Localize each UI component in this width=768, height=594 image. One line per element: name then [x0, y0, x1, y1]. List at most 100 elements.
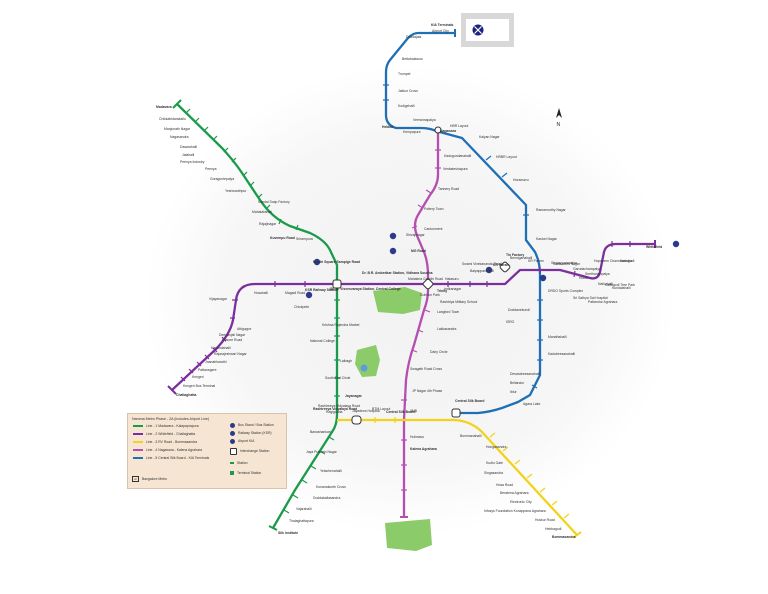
station-label-yellow: Singasandra — [484, 471, 503, 475]
station-label-purple: Kadugodi — [620, 259, 635, 263]
station-label-yellow: Jayadeva Hospital — [352, 409, 380, 413]
green-line — [176, 103, 339, 529]
station-label-blue: Kempapura — [403, 130, 421, 134]
station-label-green: Peenya Industry — [180, 160, 205, 164]
station-label-blue: Jakkur Cross — [398, 89, 418, 93]
station-label-green: Lalbagh — [340, 359, 352, 363]
railway-station-icon — [485, 266, 493, 274]
station-label-pink: IIMB — [410, 409, 418, 413]
interchange-markers — [332, 126, 511, 425]
station-label-pink: Swagath Road Cross — [410, 367, 442, 371]
legend-line-label: Line - 5 Central Silk Board - KIA Termin… — [146, 456, 210, 460]
station-label-purple: Kengeri Bus Terminal — [183, 384, 215, 388]
station-label-blue: ISRO — [506, 320, 515, 324]
station-label-purple: Seetharampalya — [585, 272, 610, 276]
pink-line — [402, 128, 440, 517]
station-label-green: Sandal Soap Factory — [258, 200, 290, 204]
bus-station-icon — [313, 258, 321, 266]
station-label-green: National College — [310, 339, 335, 343]
station-label-blue: KR Puram — [493, 263, 509, 267]
station-label-purple: Baiyappanahalli — [470, 269, 494, 273]
station-label-green: Manjunath Nagar — [164, 127, 191, 131]
legend-swatch — [133, 425, 143, 427]
station-label-purple: Mahatma Gandhi Road — [408, 277, 443, 281]
station-label-blue: Kalyan Nagar — [479, 135, 500, 139]
station-label-blue: Horamavu — [513, 178, 529, 182]
railway-station-icon — [389, 247, 397, 255]
legend-line-1: Line - 1 Madavara - Kalapaprapura — [133, 423, 199, 429]
station-label-blue: Doddajala — [406, 35, 421, 39]
station-label-pink: Shivajinagar — [406, 233, 426, 237]
legend-bus: Bus Stand / Bus Station — [230, 422, 274, 428]
transit-icons — [305, 232, 680, 299]
station-label-purple: Benniganahalli — [510, 256, 532, 260]
station-label-purple: Kadugodi Tree Park — [605, 283, 635, 287]
station-label-purple: Pattanagere — [198, 368, 217, 372]
station-label-green: Madavara — [156, 105, 172, 109]
airport-icon — [472, 24, 484, 36]
station-label-purple: KR Puram — [528, 259, 544, 263]
legend-interchange: Interchange Station — [230, 447, 269, 455]
station-label-green: South End Circle — [325, 376, 351, 380]
station-label-blue: Agara Lake — [523, 402, 540, 406]
station-label-purple: Vijayanagar — [209, 297, 228, 301]
station-label-yellow: Bommasandra — [552, 535, 576, 539]
interchange-icon — [230, 447, 237, 455]
station-label-yellow: Hebbagodi — [545, 527, 562, 531]
station-label-blue: DRDO Sports Complex — [548, 289, 583, 293]
station-label-green: Yeshwanthpur — [225, 189, 247, 193]
station-label-blue: Ramamurthy Nagar — [536, 208, 566, 212]
station-label-green: Yelachenahalli — [320, 469, 342, 473]
station-label-green: Silk Institute — [278, 531, 298, 535]
station-label-green: Thalaghattapura — [289, 519, 314, 523]
station-label-purple: Pattandur Agrahara — [588, 300, 618, 304]
station-label-yellow: Infosys Foundation Konappana Agrahara — [484, 509, 546, 513]
station-label-green: Nagasandra — [170, 135, 189, 139]
legend-swatch — [133, 441, 143, 443]
station-label-green: Konanakunte Cross — [316, 485, 346, 489]
yellow-line — [337, 418, 578, 536]
cc-badge: cc — [132, 476, 139, 482]
bus-station-icon — [230, 422, 235, 428]
railway-station-icon — [230, 430, 235, 436]
station-label-purple: Nallurhalli — [598, 282, 613, 286]
railway-station-icon — [305, 291, 313, 299]
station-label-purple: Kengeri — [192, 375, 204, 379]
station-label-yellow: Kudlu Gate — [486, 461, 503, 465]
station-label-blue: Airport City — [432, 29, 449, 33]
bus-station-icon — [389, 232, 397, 240]
station-label-green: Doddakallasandra — [313, 496, 340, 500]
station-label-purple: Hopefarm Channasandra — [594, 259, 632, 263]
interchange-icon — [332, 279, 342, 289]
station-label-blue: Bellandur — [510, 381, 525, 385]
station-label-green: Chikkabidarakallu — [159, 117, 186, 121]
legend-line-5: Line - 5 Central Silk Board - KIA Termin… — [133, 455, 209, 461]
station-label-yellow: Hosa Road — [496, 483, 513, 487]
station-label-purple: Swami Vivekananda Road — [462, 262, 502, 266]
interchange-icon — [422, 278, 434, 290]
legend-line-label: Line - 2 Whitefield - Challaghatta — [146, 432, 196, 436]
station-label-green: Peenya — [205, 167, 217, 171]
station-label-yellow: BTM Layout — [372, 407, 390, 411]
station-label-purple: Mysore Road — [222, 338, 242, 342]
station-label-pink: Lakkasandra — [437, 327, 457, 331]
compass-label: N — [557, 122, 561, 128]
legend-credit: cc Bangalore Metro — [132, 476, 168, 482]
station-label-pink: Venkateshapura — [443, 167, 468, 171]
station-label-yellow: Rashtreeya Vidyalaya Road — [313, 407, 357, 411]
legend: Namma Metro Phase - 2A (includes Airport… — [127, 413, 287, 489]
station-label-blue: Devarabeesanahalli — [510, 372, 540, 376]
station-label-blue: Tin Factory — [506, 253, 524, 257]
railway-station-icon — [672, 240, 680, 248]
station-label-blue: HRBR Layout — [496, 155, 517, 159]
interchange-icon — [434, 126, 442, 134]
terminal-markers — [167, 29, 656, 539]
station-label-yellow: Central Silk Board — [386, 410, 415, 414]
station-label-green: Mantri Square Sampige Road — [313, 260, 360, 264]
station-label-green: Jayanagar — [345, 394, 362, 398]
station-label-blue: Bettahalasuru — [402, 57, 423, 61]
legend-line-label: Line - 4 Nagawara - Kalena Agrahara — [146, 448, 202, 452]
north-arrow-icon: N — [556, 108, 562, 128]
station-label-blue: Saraswathi Nagar — [553, 262, 581, 266]
